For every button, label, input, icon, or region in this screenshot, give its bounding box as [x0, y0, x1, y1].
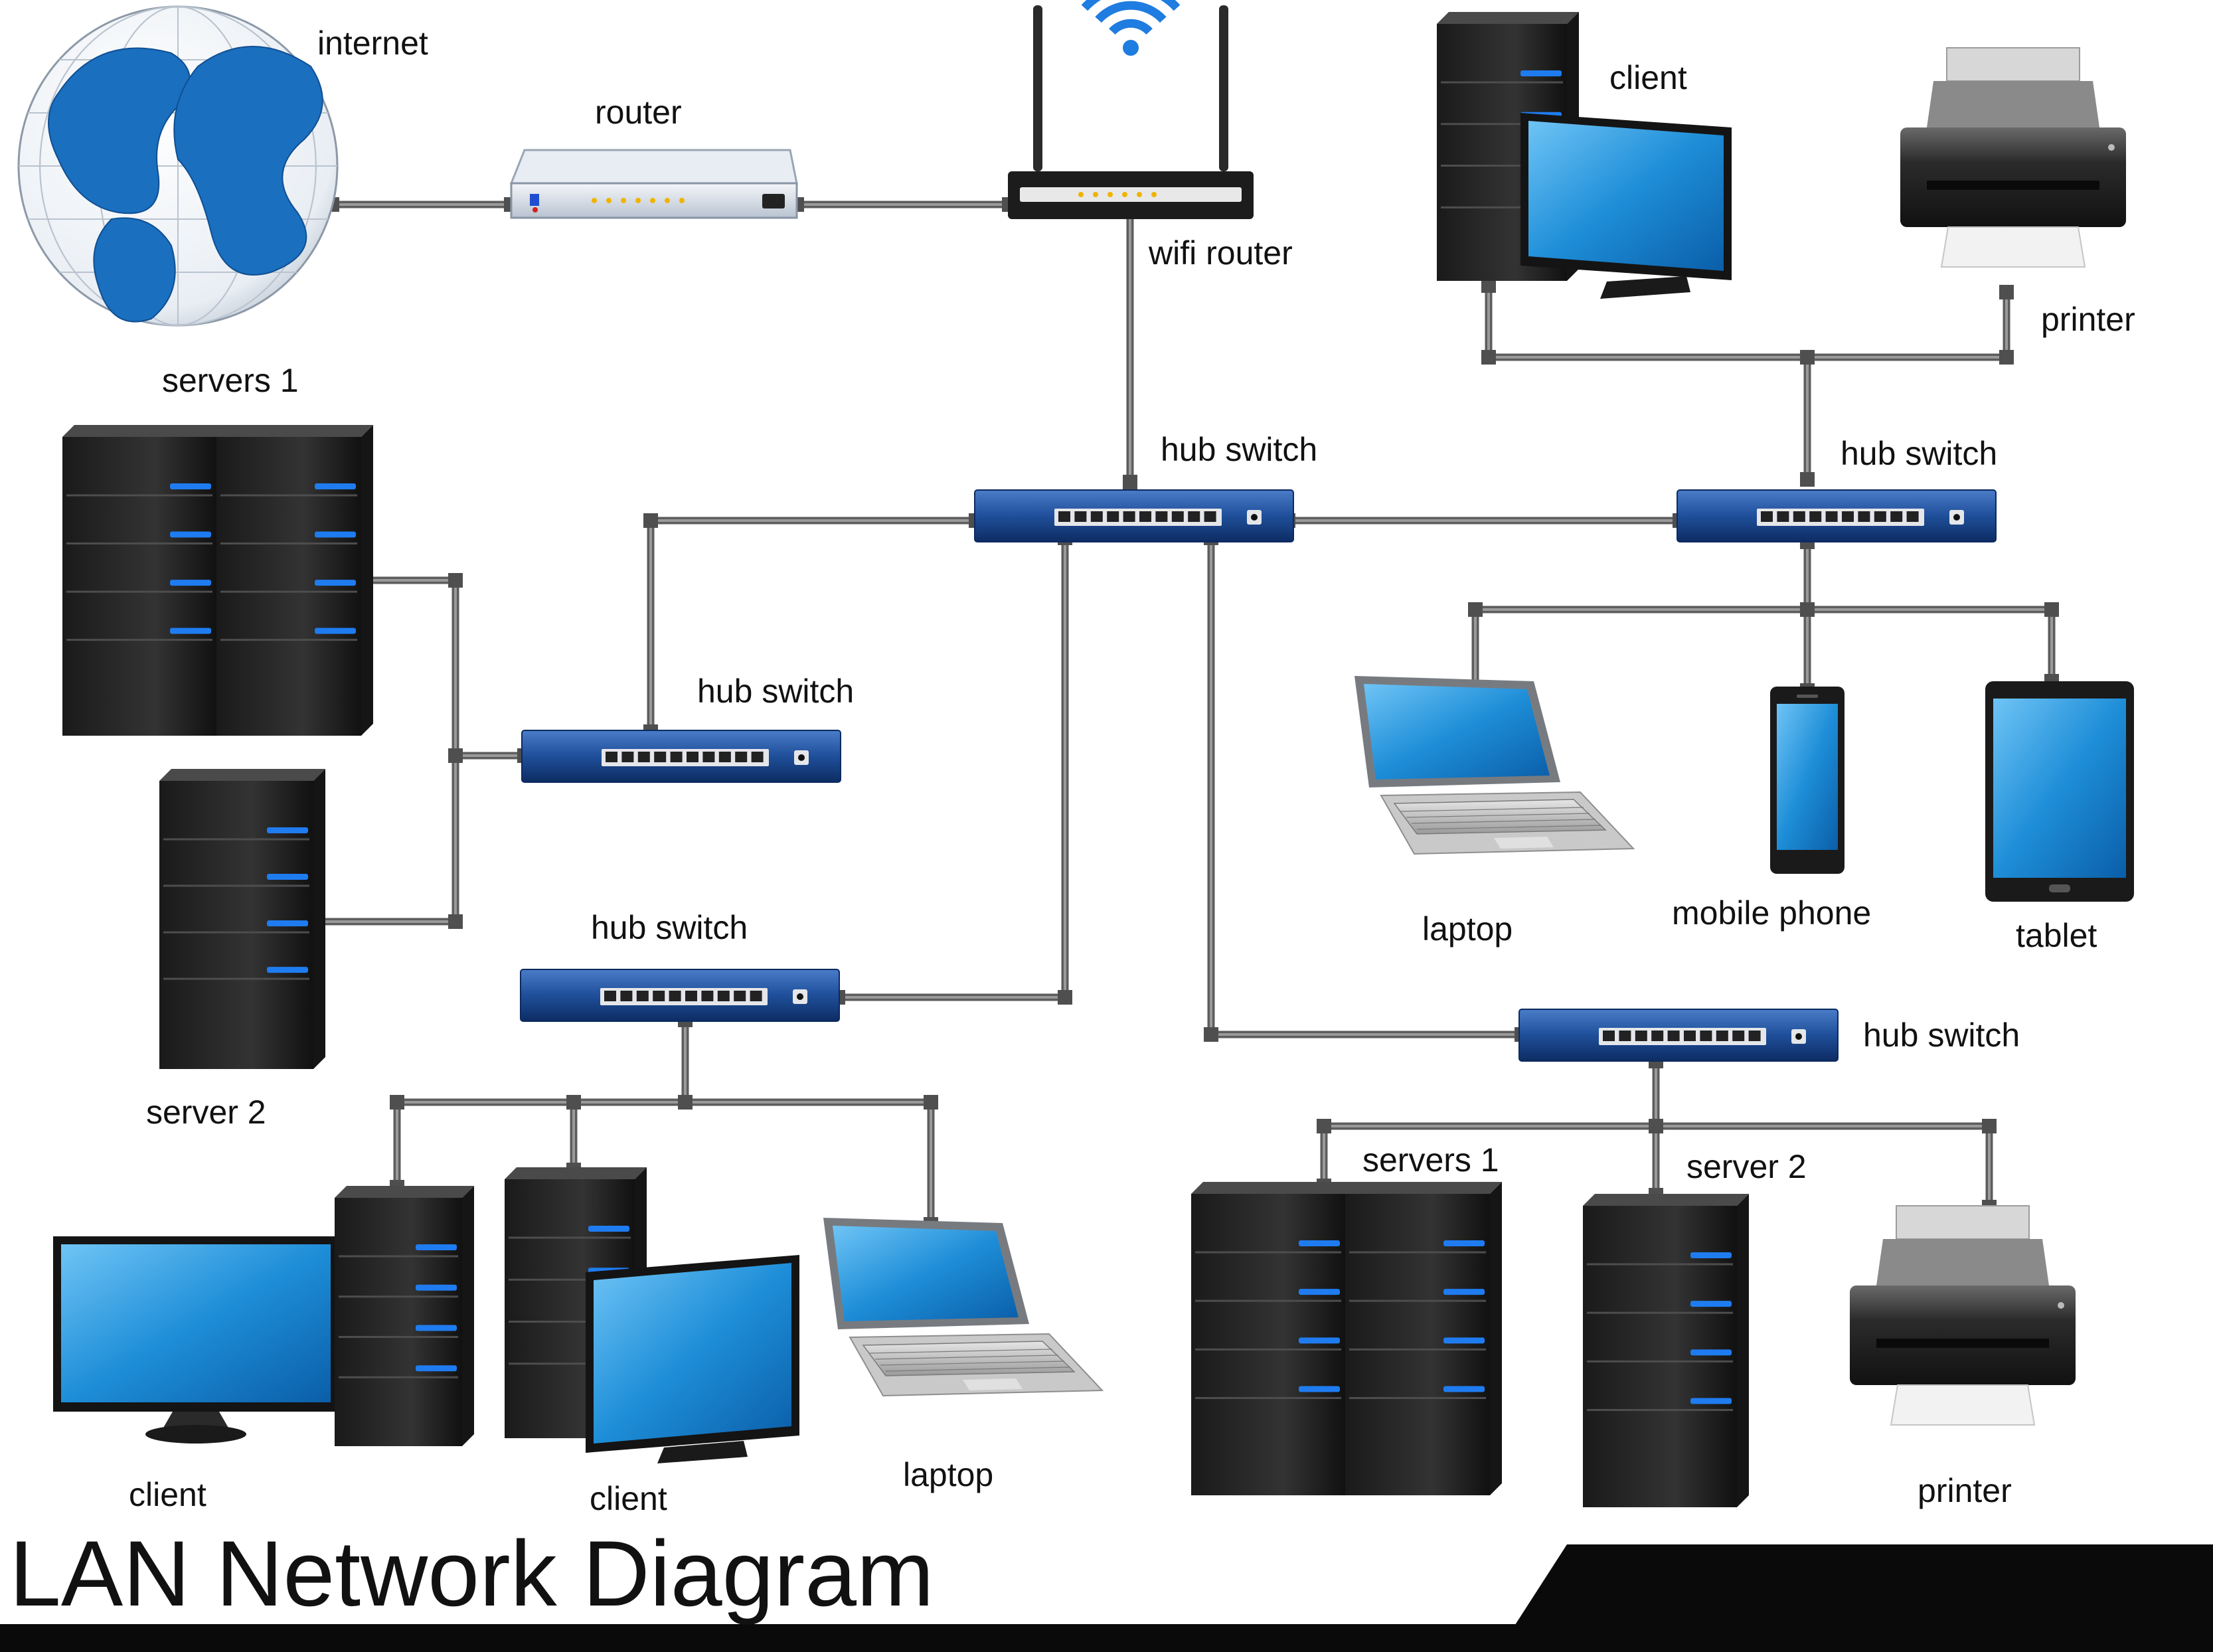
- printer-icon-printer-top: [1900, 47, 2126, 268]
- cable-hub-center-to-hub-right: [1281, 513, 1687, 528]
- footer-bar: [1514, 1544, 2213, 1627]
- cable-hub-bottom-left-to-client-bl2: [566, 1095, 693, 1177]
- label-servers1-left: servers 1: [162, 362, 299, 399]
- label-laptop-bl: laptop: [903, 1456, 994, 1493]
- label-printer-top: printer: [2041, 301, 2135, 338]
- cable-router-to-wifi-router: [789, 197, 1017, 212]
- label-servers1-br: servers 1: [1362, 1141, 1499, 1179]
- server-tower-icon-server2-left: [159, 769, 325, 1069]
- wifi-router-icon-wifi-router: [1008, 0, 1254, 219]
- cable-hub-right-to-laptop-right: [1468, 535, 1815, 698]
- cable-hub-left-to-servers1-left: [351, 573, 532, 763]
- server-rack-icon-servers1-br: [1191, 1182, 1502, 1495]
- label-server2-left: server 2: [146, 1094, 266, 1131]
- laptop-icon-laptop-bl: [823, 1218, 1104, 1397]
- cable-hub-right-to-tablet: [1800, 602, 2059, 689]
- cable-hub-left-to-server2-left: [305, 748, 463, 929]
- label-hub-right: hub switch: [1841, 435, 1998, 472]
- label-mobile-phone: mobile phone: [1672, 894, 1872, 932]
- cable-hub-center-to-hub-bottom-left: [831, 531, 1072, 1005]
- label-wifi-router: wifi router: [1149, 234, 1293, 272]
- label-client-bl2: client: [590, 1480, 667, 1517]
- label-hub-center: hub switch: [1161, 431, 1318, 468]
- cable-wifi-router-to-hub-center: [1123, 204, 1137, 489]
- printer-icon-printer-br: [1850, 1205, 2076, 1426]
- tablet-icon-tablet: [1985, 681, 2134, 902]
- label-hub-bottom-left: hub switch: [591, 909, 748, 946]
- server-rack-icon-servers1-left: [62, 425, 373, 736]
- switch-icon-hub-bottom-left: [520, 969, 840, 1022]
- laptop-icon-laptop-right: [1354, 676, 1635, 855]
- switch-icon-hub-center: [974, 489, 1294, 542]
- label-internet: internet: [317, 25, 428, 62]
- cable-internet-to-router: [325, 197, 519, 212]
- switch-icon-hub-right: [1677, 489, 1997, 542]
- diagram-title: LAN Network Diagram: [9, 1521, 934, 1625]
- label-hub-bottom-right: hub switch: [1863, 1017, 2020, 1054]
- switch-icon-hub-bottom-right: [1518, 1009, 1839, 1062]
- label-laptop-right: laptop: [1422, 910, 1513, 948]
- footer-baseline: [0, 1624, 2213, 1652]
- label-tablet: tablet: [2016, 917, 2097, 954]
- switch-icon-hub-left: [521, 730, 841, 783]
- cable-hub-right-to-client-top: [1481, 278, 1815, 487]
- label-server2-br: server 2: [1686, 1148, 1807, 1185]
- wifi-signal-dot: [1123, 40, 1139, 56]
- desktop-tower-monitor-icon-client-bl2: [505, 1167, 799, 1463]
- desktop-monitor-tower-icon-client-bl1: [53, 1186, 474, 1446]
- label-client-top: client: [1609, 59, 1687, 96]
- label-printer-br: printer: [1918, 1472, 2012, 1509]
- mobile-phone-icon-mobile-phone: [1770, 687, 1844, 874]
- server-tower-icon-server2-br: [1583, 1194, 1749, 1507]
- label-router: router: [595, 94, 682, 131]
- desktop-tower-monitor-icon-client-top: [1437, 12, 1732, 299]
- label-hub-left: hub switch: [697, 673, 855, 710]
- label-client-bl1: client: [129, 1476, 206, 1513]
- device-layer: [17, 0, 2134, 1507]
- globe-icon-internet: [17, 5, 339, 327]
- cable-hub-right-to-printer-top: [1800, 285, 2014, 365]
- router-icon-router: [509, 149, 798, 219]
- cable-hub-bottom-left-to-laptop-bl: [678, 1095, 938, 1232]
